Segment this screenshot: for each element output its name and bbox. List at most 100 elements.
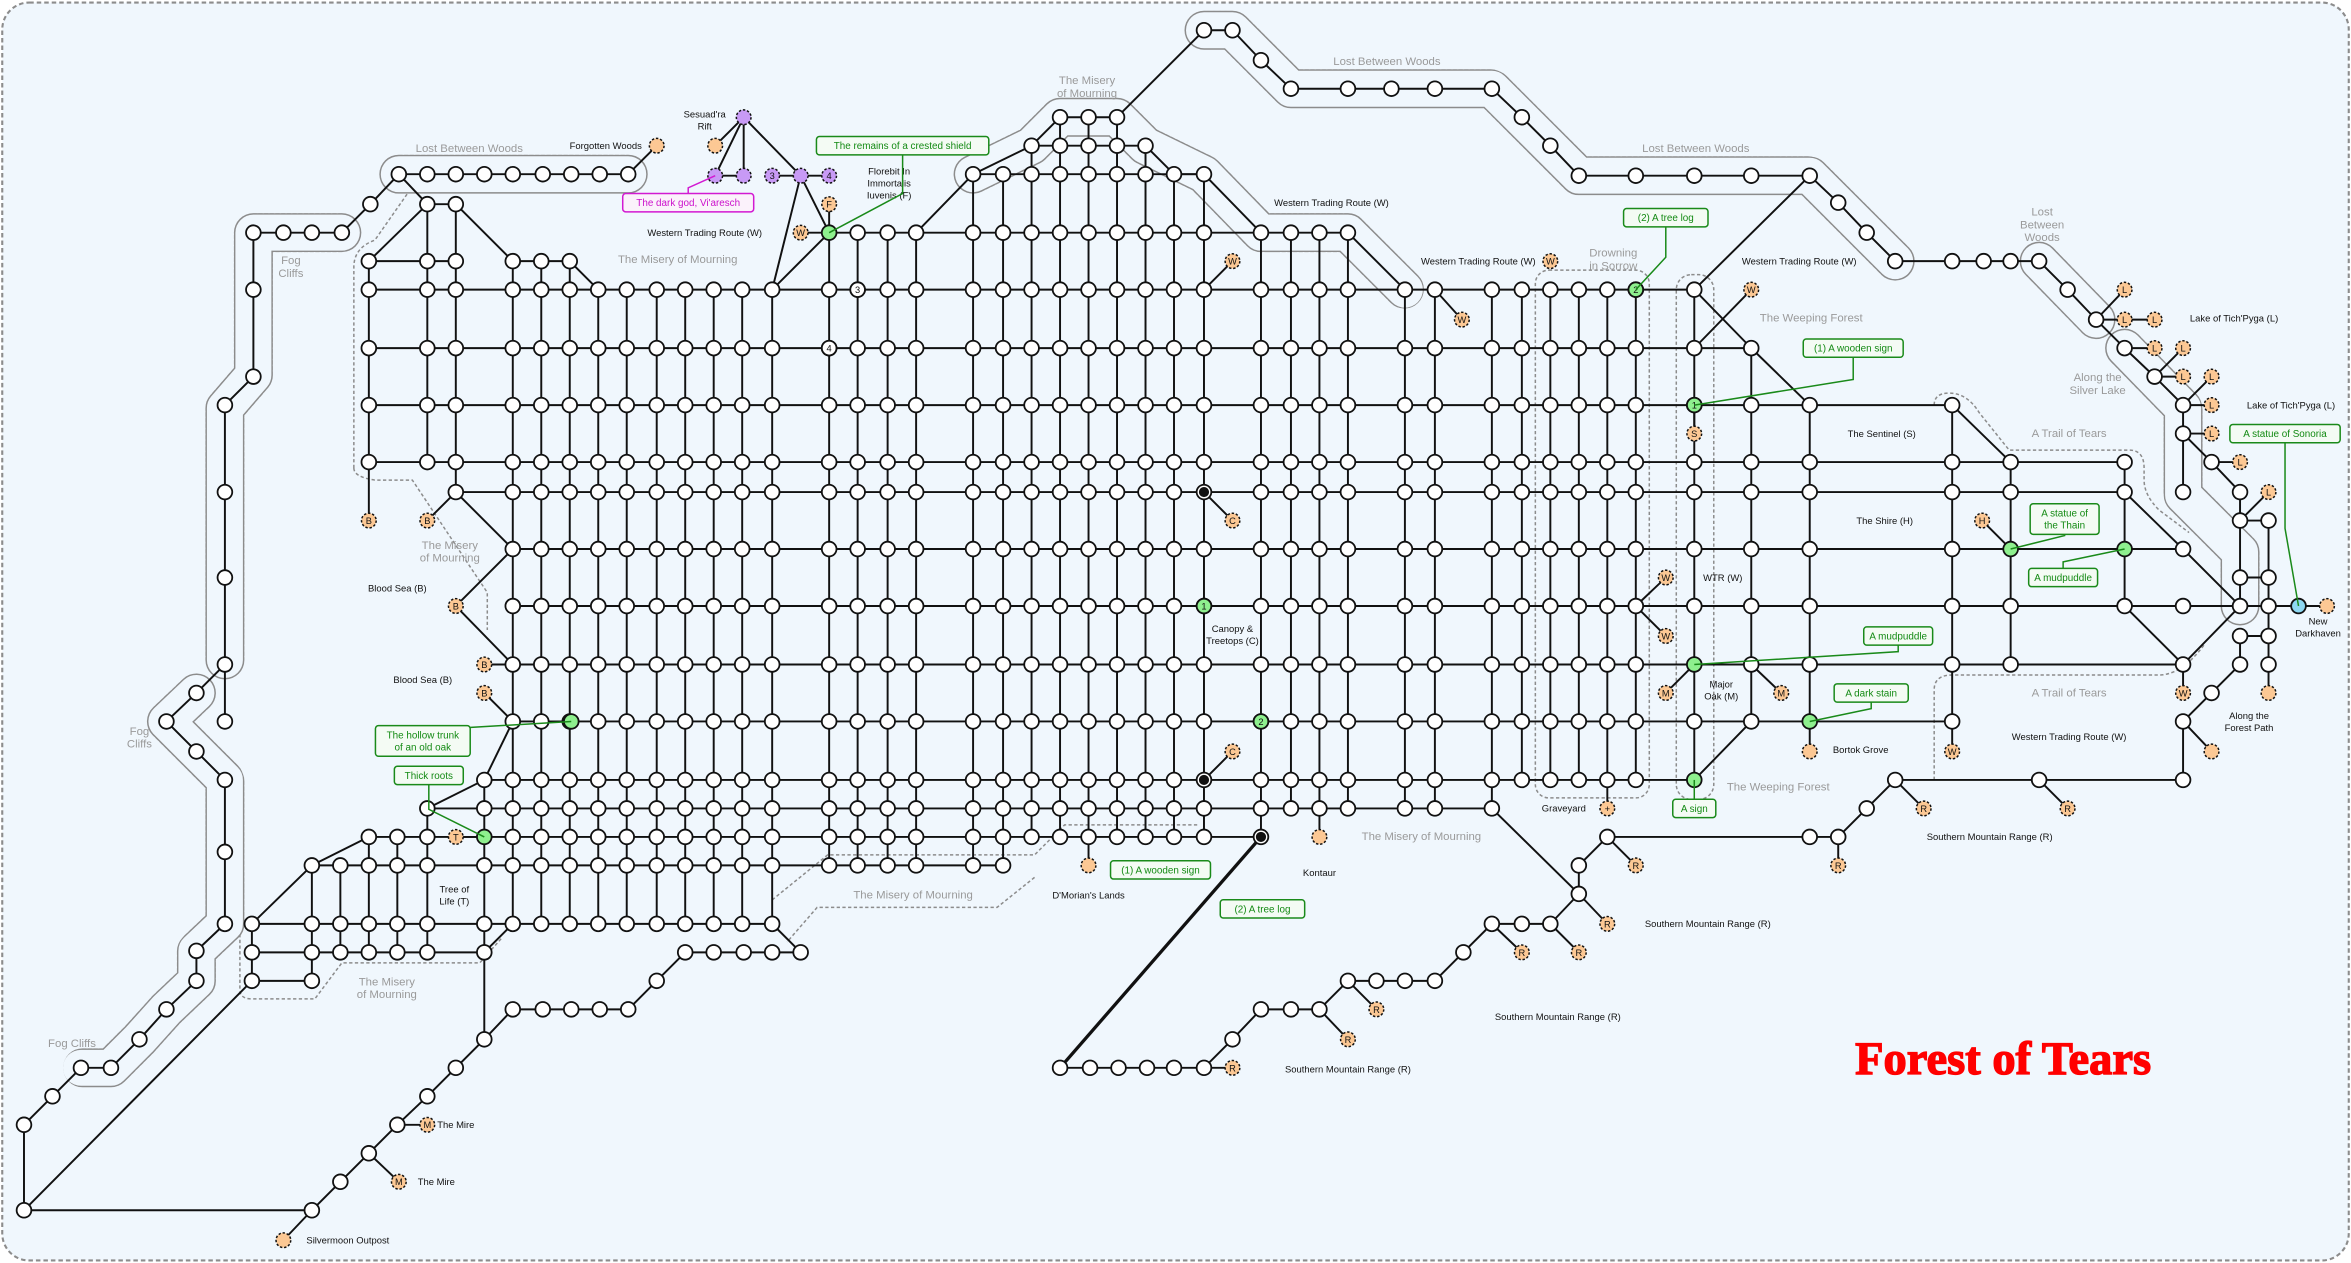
location-node xyxy=(447,1059,465,1077)
location-node xyxy=(1426,281,1444,298)
location-node xyxy=(1743,167,1760,184)
location-node xyxy=(705,396,722,414)
callout: A dark stain xyxy=(1809,683,1909,723)
location-node xyxy=(332,944,349,961)
location-node xyxy=(1686,453,1703,471)
location-node xyxy=(561,339,579,357)
location-node xyxy=(994,165,1012,183)
region-label-line: A Trail of Tears xyxy=(2032,687,2107,699)
region-label-line: The Misery of Mourning xyxy=(1362,831,1481,843)
location-node xyxy=(733,483,751,501)
location-node xyxy=(1023,137,1040,154)
location-node xyxy=(1108,597,1126,615)
region-label-line: Fog Cliffs xyxy=(48,1038,96,1050)
path-edge xyxy=(455,605,514,666)
location-node xyxy=(216,396,234,414)
location-node xyxy=(2116,453,2133,471)
path-edge xyxy=(368,203,428,262)
location-node xyxy=(533,453,550,471)
callout-text: A mudpuddle xyxy=(2034,573,2092,584)
location-node xyxy=(1252,1001,1270,1018)
location-node xyxy=(1483,656,1501,673)
location-node xyxy=(763,713,781,730)
callout-leader xyxy=(428,775,485,838)
location-node xyxy=(589,396,607,414)
exit-node-letter: C xyxy=(1229,516,1236,526)
location-node xyxy=(533,396,550,414)
location-node xyxy=(1108,800,1126,817)
callout-text-line: (2) A tree log xyxy=(1638,213,1694,224)
location-node xyxy=(2030,771,2048,789)
location-node xyxy=(504,453,522,471)
region-label: The Misery of Mourning xyxy=(1362,831,1481,843)
location-node xyxy=(419,453,436,471)
exit-node-letter: W xyxy=(1661,631,1670,641)
place-label: Forgotten Woods xyxy=(570,141,643,152)
place-label-line: WTR (W) xyxy=(1703,573,1742,584)
location-node xyxy=(447,483,465,501)
path-edge xyxy=(1058,835,1263,1069)
location-node xyxy=(2146,368,2163,385)
location-node xyxy=(1801,597,1818,615)
location-node xyxy=(332,1173,349,1191)
location-node xyxy=(2059,281,2076,298)
location-node xyxy=(733,828,751,846)
exit-node xyxy=(1224,512,1241,529)
location-node xyxy=(1396,396,1414,414)
location-node xyxy=(1165,339,1183,357)
path-edge xyxy=(1951,404,2012,463)
location-node xyxy=(1599,339,1616,357)
exit-node xyxy=(1224,253,1241,270)
place-label-line: D'Morian's Lands xyxy=(1052,891,1125,902)
location-node xyxy=(360,339,378,357)
exit-node-letter: R xyxy=(1373,1005,1380,1015)
location-node xyxy=(1051,165,1069,183)
location-node xyxy=(964,713,982,730)
location-node xyxy=(1080,453,1097,471)
location-node xyxy=(589,281,607,298)
location-node xyxy=(1051,339,1069,357)
location-node xyxy=(705,915,722,933)
location-node xyxy=(820,857,838,874)
location-node xyxy=(907,540,925,558)
exit-node-letter: W xyxy=(2179,688,2188,698)
location-node xyxy=(1023,713,1040,730)
location-node xyxy=(1080,771,1097,789)
place-label-line: Iuvenis (F) xyxy=(867,190,912,201)
location-node xyxy=(504,771,522,789)
exit-node xyxy=(1453,311,1470,328)
location-node xyxy=(504,828,522,846)
location-node xyxy=(763,281,781,298)
location-node xyxy=(994,800,1012,817)
exit-node xyxy=(2203,396,2220,414)
exit-node xyxy=(1686,425,1703,442)
location-node xyxy=(763,597,781,615)
location-node xyxy=(1137,281,1154,298)
location-node xyxy=(1051,137,1069,154)
path-edge xyxy=(311,836,370,867)
location-node xyxy=(1080,339,1097,357)
path-edge xyxy=(2182,548,2241,607)
location-node xyxy=(1943,483,1961,501)
location-node xyxy=(303,224,321,241)
location-node xyxy=(1513,453,1531,471)
location-node xyxy=(879,281,896,298)
location-node xyxy=(1483,597,1501,615)
location-node xyxy=(705,944,722,961)
callout-text-line: A sign xyxy=(1681,804,1708,815)
location-node xyxy=(763,828,781,846)
location-node xyxy=(243,972,261,990)
location-node xyxy=(1513,597,1531,615)
location-node xyxy=(994,713,1012,730)
location-node xyxy=(589,656,607,673)
location-node xyxy=(733,656,751,673)
location-node xyxy=(1311,281,1328,298)
callout-text: Thick roots xyxy=(405,771,453,782)
location-node xyxy=(879,597,896,615)
location-node xyxy=(1282,453,1300,471)
location-node xyxy=(733,800,751,817)
